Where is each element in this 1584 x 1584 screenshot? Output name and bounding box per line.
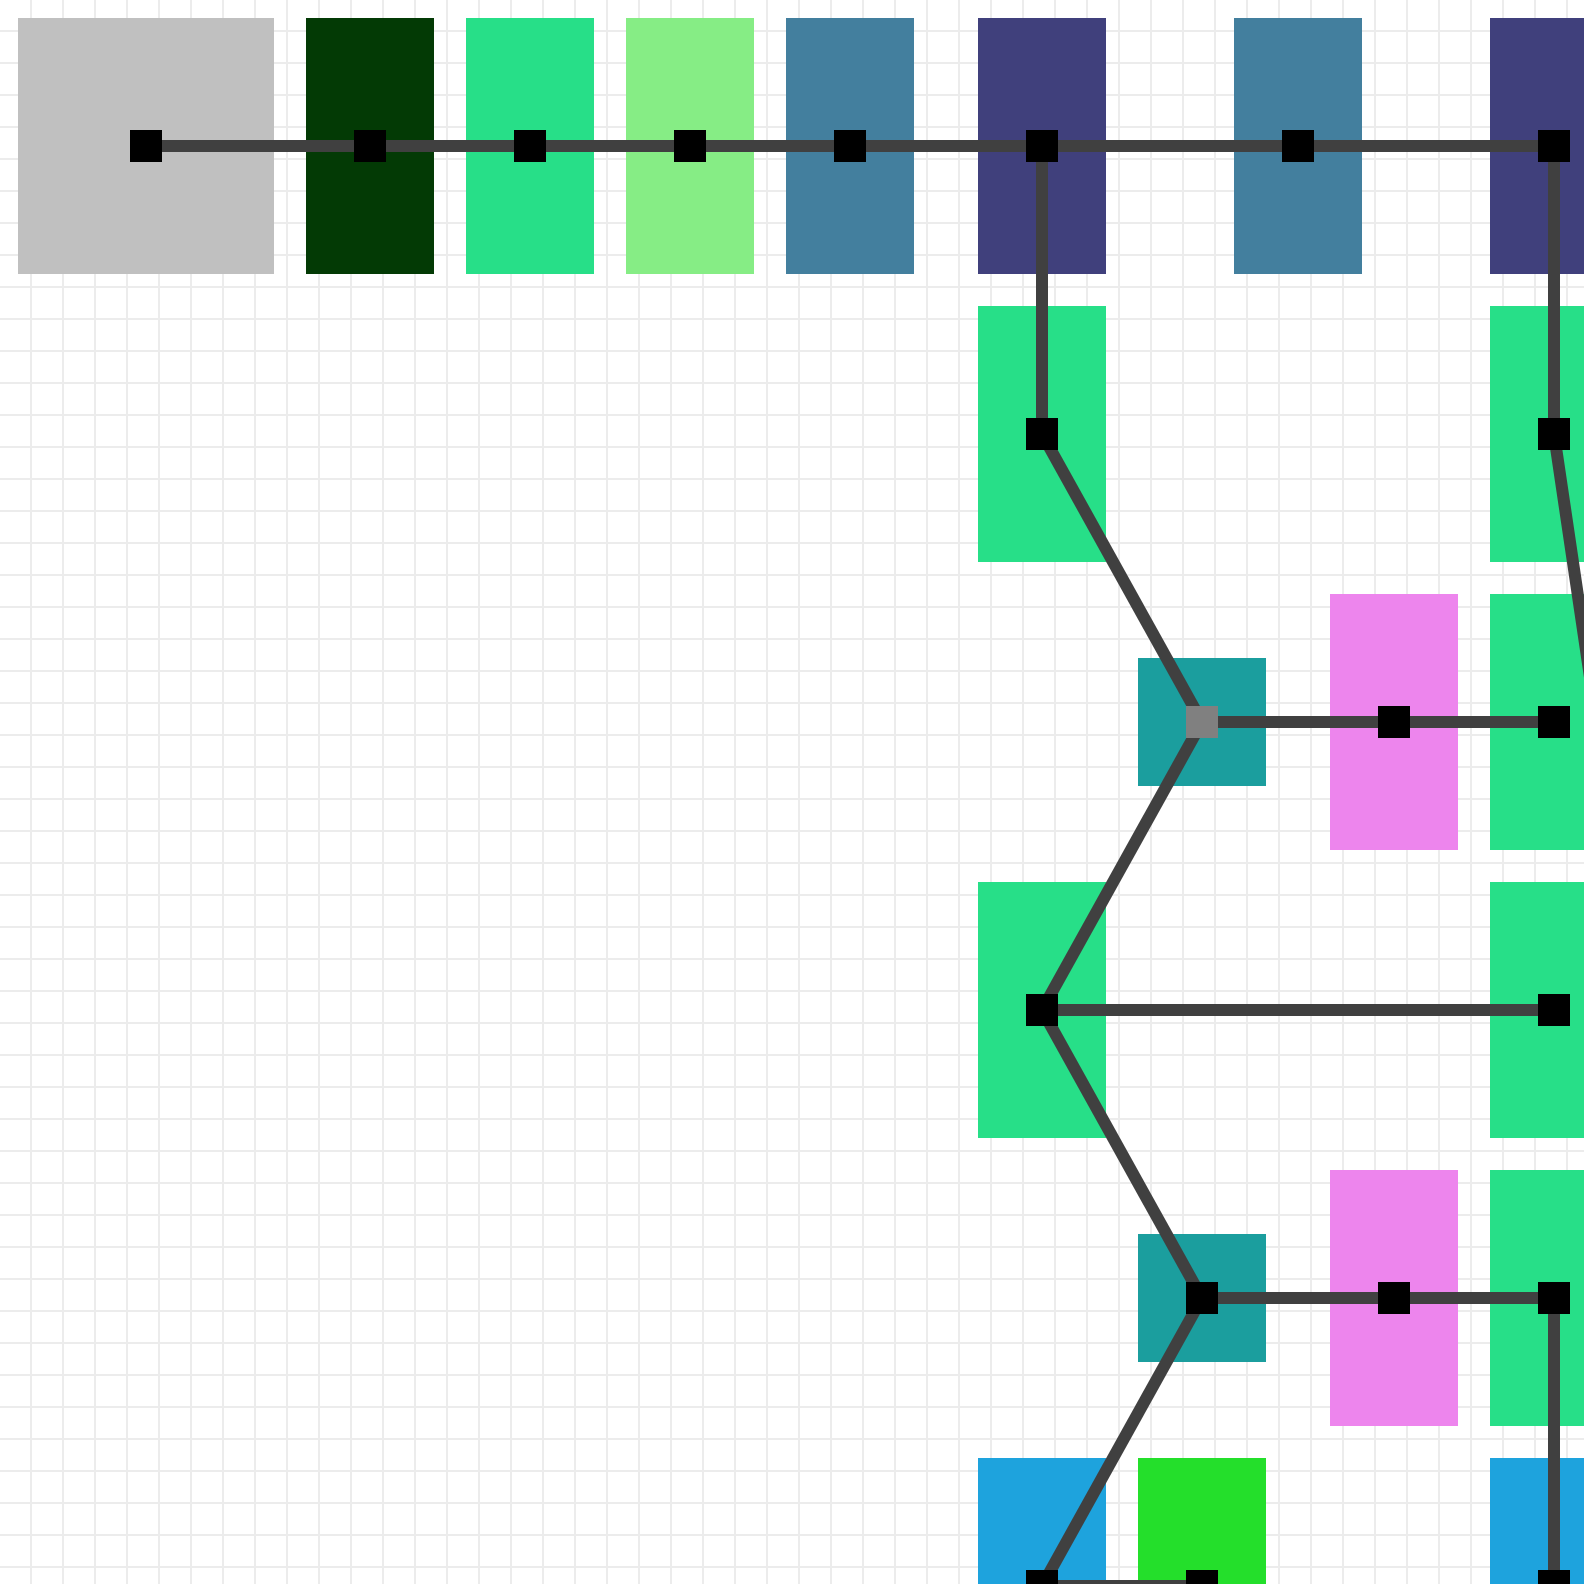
- vertex-handle[interactable]: [1538, 418, 1570, 450]
- vertex-handle[interactable]: [1026, 994, 1058, 1026]
- vertex-handle[interactable]: [1538, 706, 1570, 738]
- vertex-handle[interactable]: [1186, 1282, 1218, 1314]
- edge-line[interactable]: [1036, 431, 1208, 725]
- edge-line[interactable]: [1036, 719, 1208, 1013]
- node-block[interactable]: [978, 1458, 1106, 1584]
- vertex-handle[interactable]: [1378, 1282, 1410, 1314]
- vertex-handle[interactable]: [1378, 706, 1410, 738]
- vertex-handle[interactable]: [1538, 130, 1570, 162]
- vertex-handle[interactable]: [130, 130, 162, 162]
- vertex-handle[interactable]: [674, 130, 706, 162]
- vertex-handle[interactable]: [1026, 418, 1058, 450]
- node-block[interactable]: [1138, 1458, 1266, 1584]
- vertex-handle[interactable]: [1538, 994, 1570, 1026]
- edge-line[interactable]: [1548, 433, 1584, 880]
- vertex-handle[interactable]: [1538, 1570, 1570, 1584]
- vertex-handle[interactable]: [834, 130, 866, 162]
- vertex-handle[interactable]: [1026, 1570, 1058, 1584]
- edge-line[interactable]: [1036, 1007, 1208, 1301]
- selected-vertex-handle[interactable]: [1186, 706, 1218, 738]
- vertex-handle[interactable]: [354, 130, 386, 162]
- edge-line[interactable]: [1036, 1295, 1208, 1584]
- node-block[interactable]: [1490, 1458, 1584, 1584]
- vertex-handle[interactable]: [514, 130, 546, 162]
- vertex-handle[interactable]: [1026, 130, 1058, 162]
- vertex-handle[interactable]: [1186, 1570, 1218, 1584]
- vertex-handle[interactable]: [1538, 1282, 1570, 1314]
- vertex-handle[interactable]: [1282, 130, 1314, 162]
